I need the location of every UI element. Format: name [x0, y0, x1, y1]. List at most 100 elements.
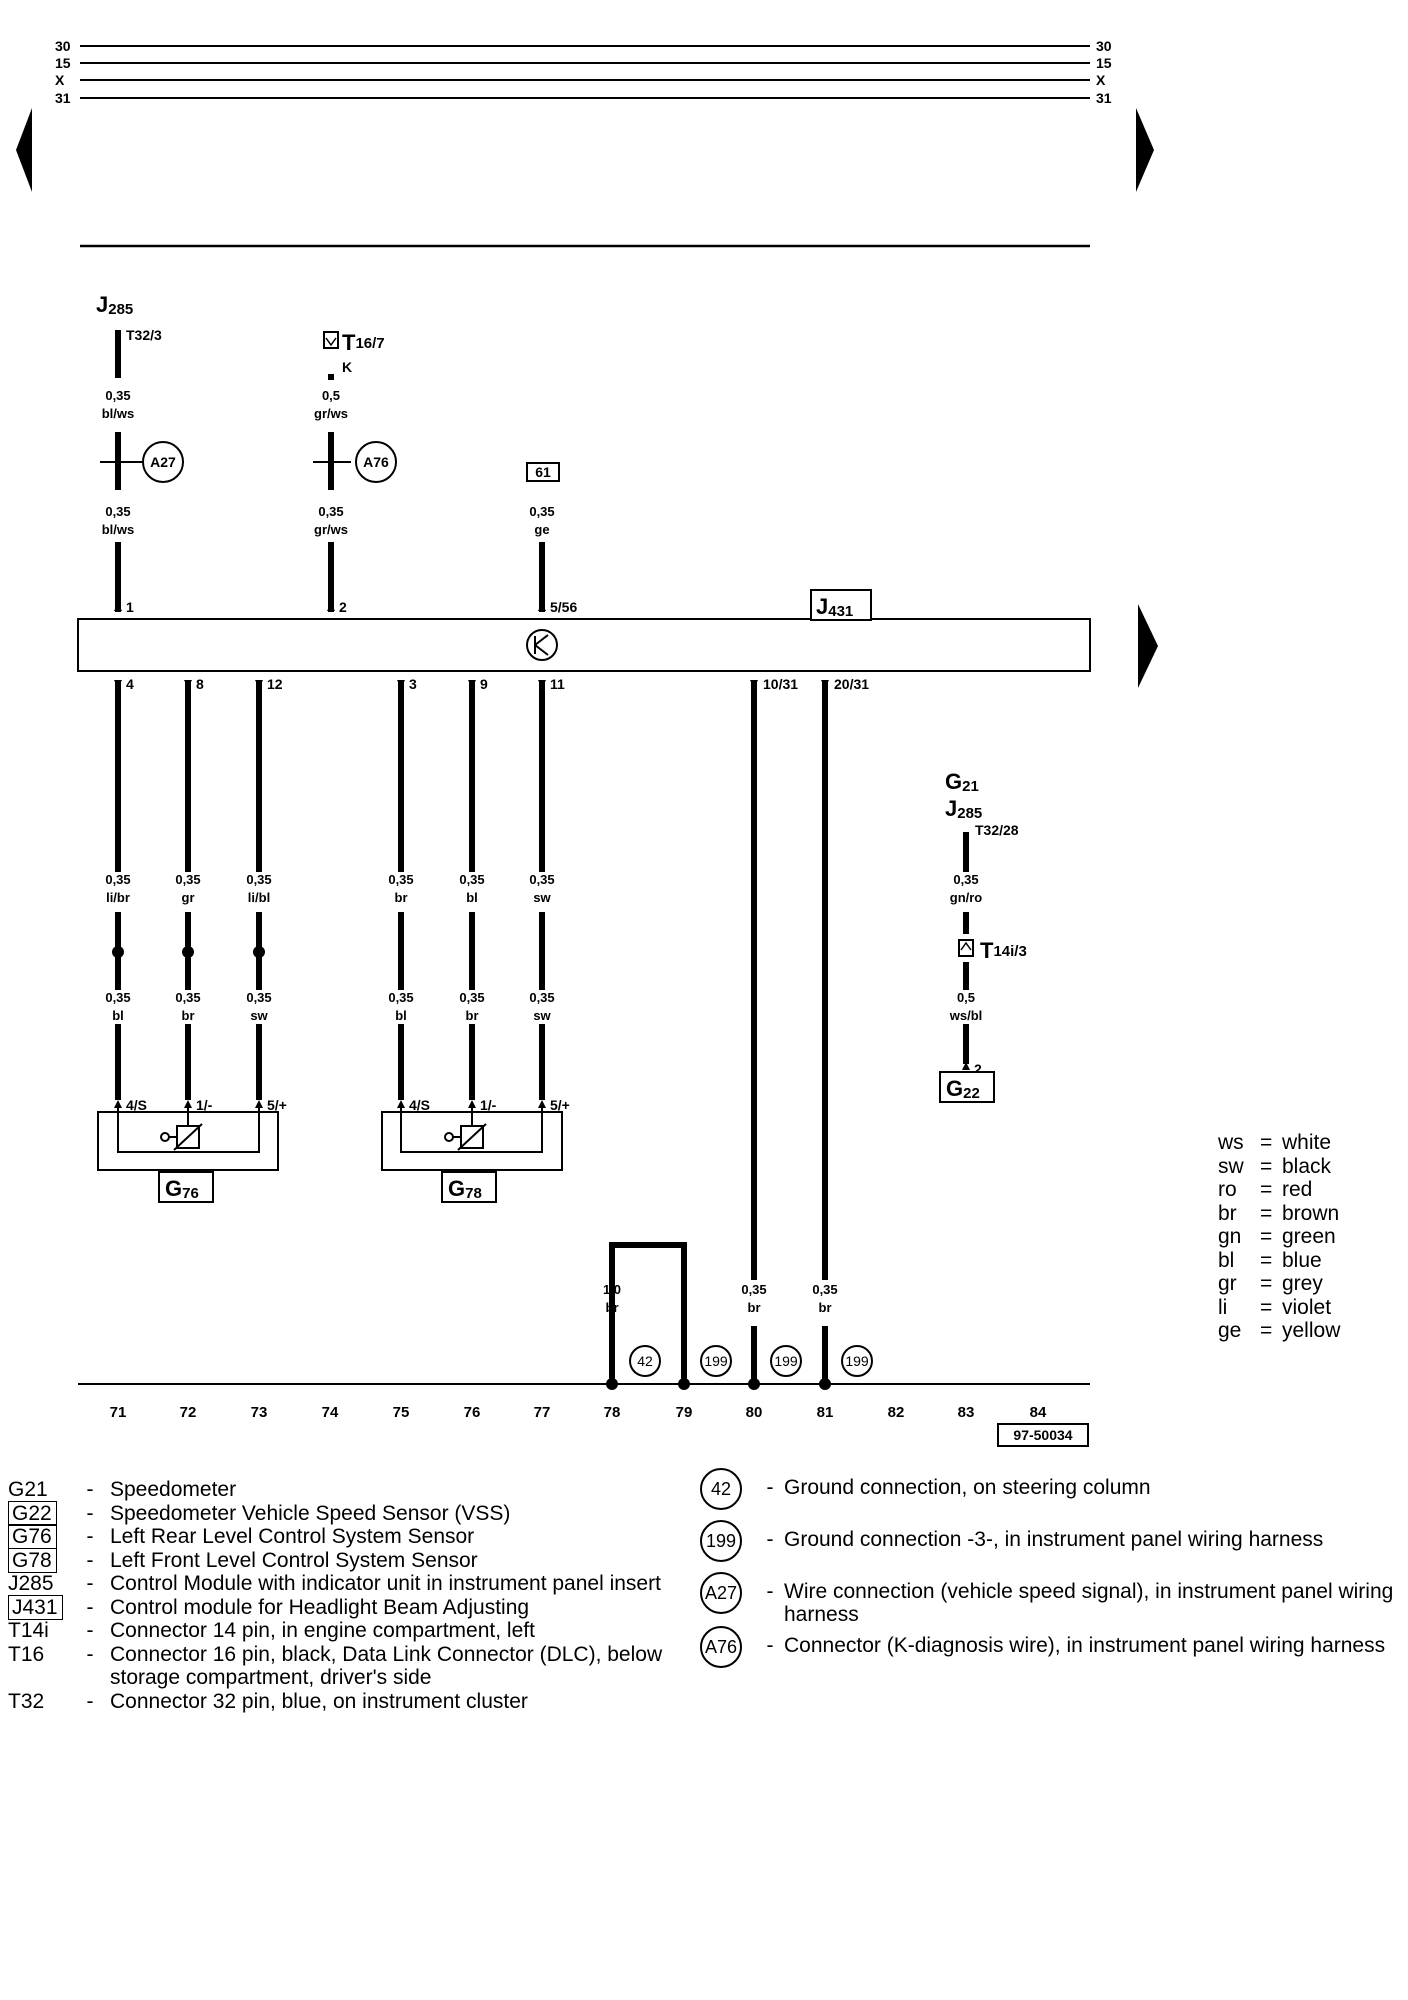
g78-pin-1: 1/- [480, 1097, 497, 1113]
ground-199-label-1: 199 [704, 1353, 728, 1369]
ground-legend-desc: Wire connection (vehicle speed signal), … [784, 1580, 1394, 1626]
c73-upper-gauge: 0,35 [246, 872, 271, 887]
legend-dash: - [86, 1478, 94, 1501]
legend-desc: Connector 32 pin, blue, on instrument cl… [110, 1689, 528, 1713]
legend-row-g76: G76-Left Rear Level Control System Senso… [8, 1524, 688, 1549]
col-71: 71 [110, 1404, 127, 1421]
module-pin-11: 11 [550, 676, 565, 692]
wire-1-upper-color: bl/ws [102, 406, 135, 421]
rail-label-15-right: 15 [1096, 55, 1112, 71]
legend-dash: - [86, 1525, 94, 1548]
rail-label-x-right: X [1096, 72, 1106, 88]
continue-arrow-icon[interactable] [1138, 604, 1158, 688]
c78-gauge: 1,0 [603, 1282, 621, 1297]
legend-desc: Connector 16 pin, black, Data Link Conne… [110, 1642, 663, 1690]
g78-label-box [441, 1171, 497, 1203]
color-key-equals: = [1260, 1131, 1273, 1154]
c76-lower-color: br [466, 1008, 479, 1023]
ground-legend-circle-icon: A76 [700, 1626, 742, 1668]
g22-pin-arrow [962, 1062, 970, 1070]
legend-dash: - [86, 1572, 94, 1595]
t14i-connector-icon [958, 939, 974, 957]
legend-code-text: J285 [8, 1572, 54, 1595]
legend-code: T14i [8, 1619, 70, 1643]
color-key-name: brown [1282, 1201, 1340, 1225]
legend-dash: - [86, 1689, 94, 1713]
j431-label-box [810, 589, 872, 621]
c73-upper-color: li/bl [248, 890, 270, 905]
color-key-name: grey [1282, 1272, 1323, 1295]
t16-connector-icon [323, 331, 339, 349]
a76-connector-circle [355, 441, 397, 483]
ref-code: 97-50034 [1013, 1427, 1072, 1443]
ground-42-label: 42 [637, 1353, 653, 1369]
sensor-wires [115, 680, 545, 1100]
color-key-name: blue [1282, 1248, 1322, 1272]
c71-lower-gauge: 0,35 [105, 990, 130, 1005]
g21-lower-gauge: 0,5 [957, 990, 975, 1005]
color-key-equals: = [1260, 1319, 1273, 1342]
legend-code-text: G21 [8, 1478, 48, 1501]
c80-gauge: 0,35 [741, 1282, 766, 1297]
ground-legend: 42-Ground connection, on steering column… [700, 1468, 1400, 1678]
wire-2-lower-color: gr/ws [314, 522, 348, 537]
color-key-name: yellow [1282, 1319, 1341, 1342]
color-key-code: gn [1218, 1225, 1242, 1248]
ground-199-icon-2: 199 [770, 1345, 802, 1377]
module-pin-10-31: 10/31 [763, 676, 798, 692]
g76-pin-labels: 4/S 1/- 5/+ [126, 1097, 287, 1113]
ref-code-box [997, 1423, 1089, 1447]
g78-pin-5: 5/+ [550, 1097, 570, 1113]
legend-code: J431 [8, 1594, 70, 1620]
a76-connector-label: A76 [363, 454, 389, 470]
color-key-equals: = [1260, 1201, 1273, 1225]
c75-lower-gauge: 0,35 [388, 990, 413, 1005]
j285-right-pin-label: T32/28 [975, 822, 1019, 838]
wire-2-upper-color: gr/ws [314, 406, 348, 421]
c72-upper-color: gr [182, 890, 195, 905]
module-bottom-pin-labels: 4 8 12 3 9 11 10/31 20/31 [126, 676, 869, 692]
legend-row-t32: T32-Connector 32 pin, blue, on instrumen… [8, 1690, 688, 1714]
j431-label: J431 [816, 594, 853, 620]
ground-199-label-3: 199 [845, 1353, 869, 1369]
legend-dash: - [86, 1642, 94, 1666]
legend-desc: Left Front Level Control System Sensor [110, 1548, 478, 1572]
legend-desc: Control Module with indicator unit in in… [110, 1572, 661, 1595]
col-80: 80 [746, 1404, 763, 1421]
next-page-arrow-icon[interactable] [1136, 108, 1154, 192]
color-key-row-ws: ws=white [1218, 1131, 1398, 1155]
ref-61-label: 61 [535, 464, 551, 480]
col-82: 82 [888, 1404, 905, 1421]
prev-page-arrow-icon[interactable] [16, 108, 32, 192]
color-key-name: violet [1282, 1295, 1332, 1319]
legend-desc: Speedometer Vehicle Speed Sensor (VSS) [110, 1501, 511, 1525]
power-rails [80, 45, 1090, 99]
ground-199-label-2: 199 [774, 1353, 798, 1369]
g78-pin-labels: 4/S 1/- 5/+ [409, 1097, 570, 1113]
legend-code: G76 [8, 1524, 70, 1549]
g22-label: G22 [946, 1076, 980, 1102]
j285-top-pin-label: T32/3 [126, 327, 162, 343]
ground-199-icon-3: 199 [841, 1345, 873, 1377]
column-numbers: 71 72 73 74 75 76 77 78 79 80 81 82 83 8… [110, 1404, 1047, 1421]
g78-pin-4s: 4/S [409, 1097, 430, 1113]
g76-label: G76 [165, 1176, 199, 1202]
c72-upper-gauge: 0,35 [175, 872, 200, 887]
rail-label-31-right: 31 [1096, 90, 1112, 106]
legend-dash: - [86, 1595, 94, 1619]
a27-connector-label: A27 [150, 454, 176, 470]
module-pin-8: 8 [196, 676, 204, 692]
transistor-icon [526, 629, 558, 661]
c76-upper-color: bl [466, 890, 478, 905]
color-key-code: sw [1218, 1154, 1244, 1178]
color-key-row-gn: gn=green [1218, 1225, 1398, 1249]
g22-label-box [939, 1071, 995, 1103]
ground-199-icon-1: 199 [700, 1345, 732, 1377]
color-key-row-br: br=brown [1218, 1202, 1398, 1226]
c77-lower-gauge: 0,35 [529, 990, 554, 1005]
c80-color: br [748, 1300, 761, 1315]
color-key-equals: = [1260, 1295, 1273, 1319]
